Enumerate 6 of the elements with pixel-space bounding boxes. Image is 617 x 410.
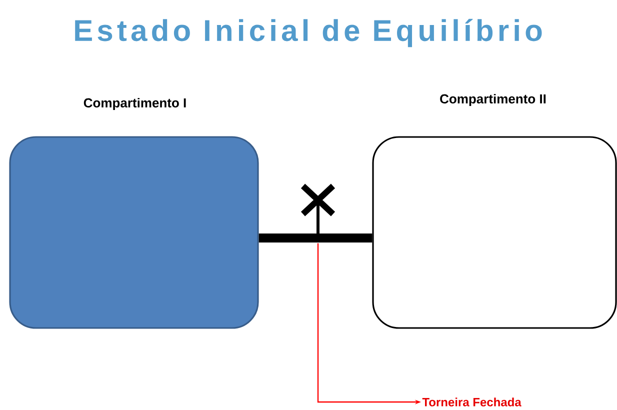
compartment-heading: Compartimento II — [440, 94, 546, 106]
compartment-heading: Compartimento I — [84, 98, 186, 110]
valve-drawing — [300, 183, 336, 236]
valve-label: Torneira Fechada — [422, 398, 522, 406]
pipe — [258, 234, 372, 242]
title: Estado Inicial de Equilíbrio — [75, 18, 542, 48]
